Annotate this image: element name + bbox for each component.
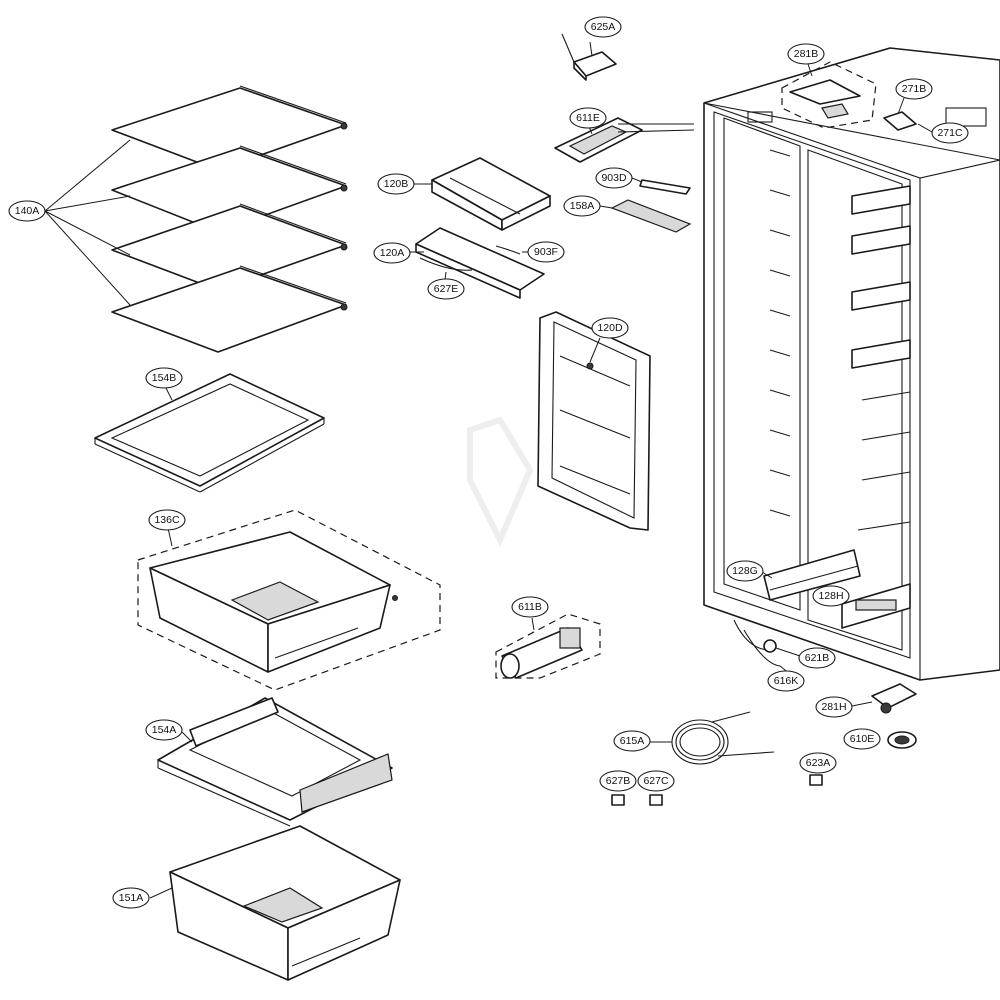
callout-281H: 281H [815, 696, 853, 718]
callout-120D: 120D [591, 317, 629, 339]
freezer-shelf-rails [769, 149, 791, 517]
glass-shelf-1[interactable] [111, 85, 348, 171]
callout-615A: 615A [613, 730, 651, 752]
svg-text:627C: 627C [643, 775, 669, 787]
svg-text:271B: 271B [902, 83, 927, 95]
leaders-140A [44, 139, 131, 306]
callout-903D: 903D [595, 167, 633, 189]
water-filter-611B[interactable] [495, 613, 601, 679]
glass-shelf-4[interactable] [111, 265, 348, 353]
washer-610E[interactable] [887, 731, 917, 749]
callout-151A: 151A [112, 887, 150, 909]
svg-text:154A: 154A [152, 724, 177, 736]
svg-text:627B: 627B [606, 775, 631, 787]
svg-text:136C: 136C [154, 514, 180, 526]
component-611E[interactable] [554, 117, 695, 163]
callout-616K: 616K [767, 670, 805, 692]
callout-623A: 623A [799, 752, 837, 774]
svg-text:610E: 610E [850, 733, 875, 745]
component-903D[interactable] [631, 177, 691, 195]
callout-627B: 627B [599, 770, 637, 792]
callout-120A: 120A [373, 242, 411, 264]
callout-128H: 128H [812, 585, 850, 607]
callout-128G: 128G [726, 560, 764, 582]
svg-text:621B: 621B [805, 652, 830, 664]
component-120B[interactable] [414, 157, 551, 231]
watermark-logo [467, 416, 534, 548]
bottom-drawer[interactable] [149, 825, 401, 981]
svg-text:611B: 611B [518, 601, 542, 613]
callout-271B: 271B [895, 78, 933, 100]
callout-627E: 627E [427, 278, 465, 300]
svg-text:903F: 903F [534, 246, 558, 258]
crisper-drawer-upper[interactable] [137, 509, 441, 691]
svg-text:271C: 271C [937, 127, 963, 139]
callout-158A: 158A [563, 195, 601, 217]
svg-text:140A: 140A [15, 205, 40, 217]
crisper-cover-frame[interactable] [94, 373, 325, 493]
svg-text:281B: 281B [794, 48, 819, 60]
callout-627C: 627C [637, 770, 675, 792]
callout-621B: 621B [798, 647, 836, 669]
callout-154A: 154A [145, 719, 183, 741]
lower-bracket-128G[interactable] [761, 549, 861, 601]
svg-text:623A: 623A [806, 757, 831, 769]
callout-154B: 154B [145, 367, 183, 389]
svg-text:128G: 128G [732, 565, 758, 577]
svg-text:611E: 611E [576, 112, 600, 124]
svg-text:120B: 120B [384, 178, 409, 190]
component-271B[interactable] [883, 97, 917, 131]
svg-text:120A: 120A [380, 247, 405, 259]
component-158A[interactable] [599, 199, 692, 233]
callout-611E: 611E [569, 107, 607, 129]
svg-text:625A: 625A [591, 21, 616, 33]
hinge-281H[interactable] [851, 683, 917, 714]
svg-text:627E: 627E [434, 283, 459, 295]
svg-text:615A: 615A [620, 735, 645, 747]
svg-text:903D: 903D [601, 172, 627, 184]
svg-text:616K: 616K [774, 675, 799, 687]
tubing-coil-615A[interactable] [650, 711, 775, 765]
drawer-cover[interactable] [157, 697, 393, 827]
callout-625A: 625A [584, 16, 622, 38]
component-120A[interactable] [410, 227, 545, 299]
glass-shelf-2[interactable] [111, 145, 348, 233]
component-625A[interactable] [561, 33, 617, 81]
callout-120B: 120B [377, 173, 415, 195]
fresh-food-shelf-supports [851, 185, 911, 531]
callout-271C: 271C [931, 122, 969, 144]
svg-text:158A: 158A [570, 200, 595, 212]
ice-chute-281B[interactable] [781, 61, 877, 129]
component-271C[interactable] [917, 123, 933, 133]
svg-text:154B: 154B [152, 372, 177, 384]
clip-623A[interactable] [809, 774, 823, 786]
clip-627B[interactable] [611, 794, 625, 806]
callout-136C: 136C [148, 509, 186, 531]
callout-140A: 140A [8, 200, 46, 222]
glass-shelf-3[interactable] [111, 203, 348, 291]
callout-903F: 903F [527, 241, 565, 263]
callout-610E: 610E [843, 728, 881, 750]
callout-281B: 281B [787, 43, 825, 65]
clip-627C[interactable] [649, 794, 663, 806]
svg-text:120D: 120D [597, 322, 623, 334]
svg-text:281H: 281H [821, 701, 846, 713]
svg-text:151A: 151A [119, 892, 144, 904]
water-valve-621B[interactable] [733, 619, 801, 657]
lower-bracket-128H[interactable] [841, 583, 911, 629]
component-120D-panel[interactable] [537, 311, 651, 531]
svg-text:128H: 128H [818, 590, 843, 602]
callout-611B: 611B [511, 596, 549, 618]
